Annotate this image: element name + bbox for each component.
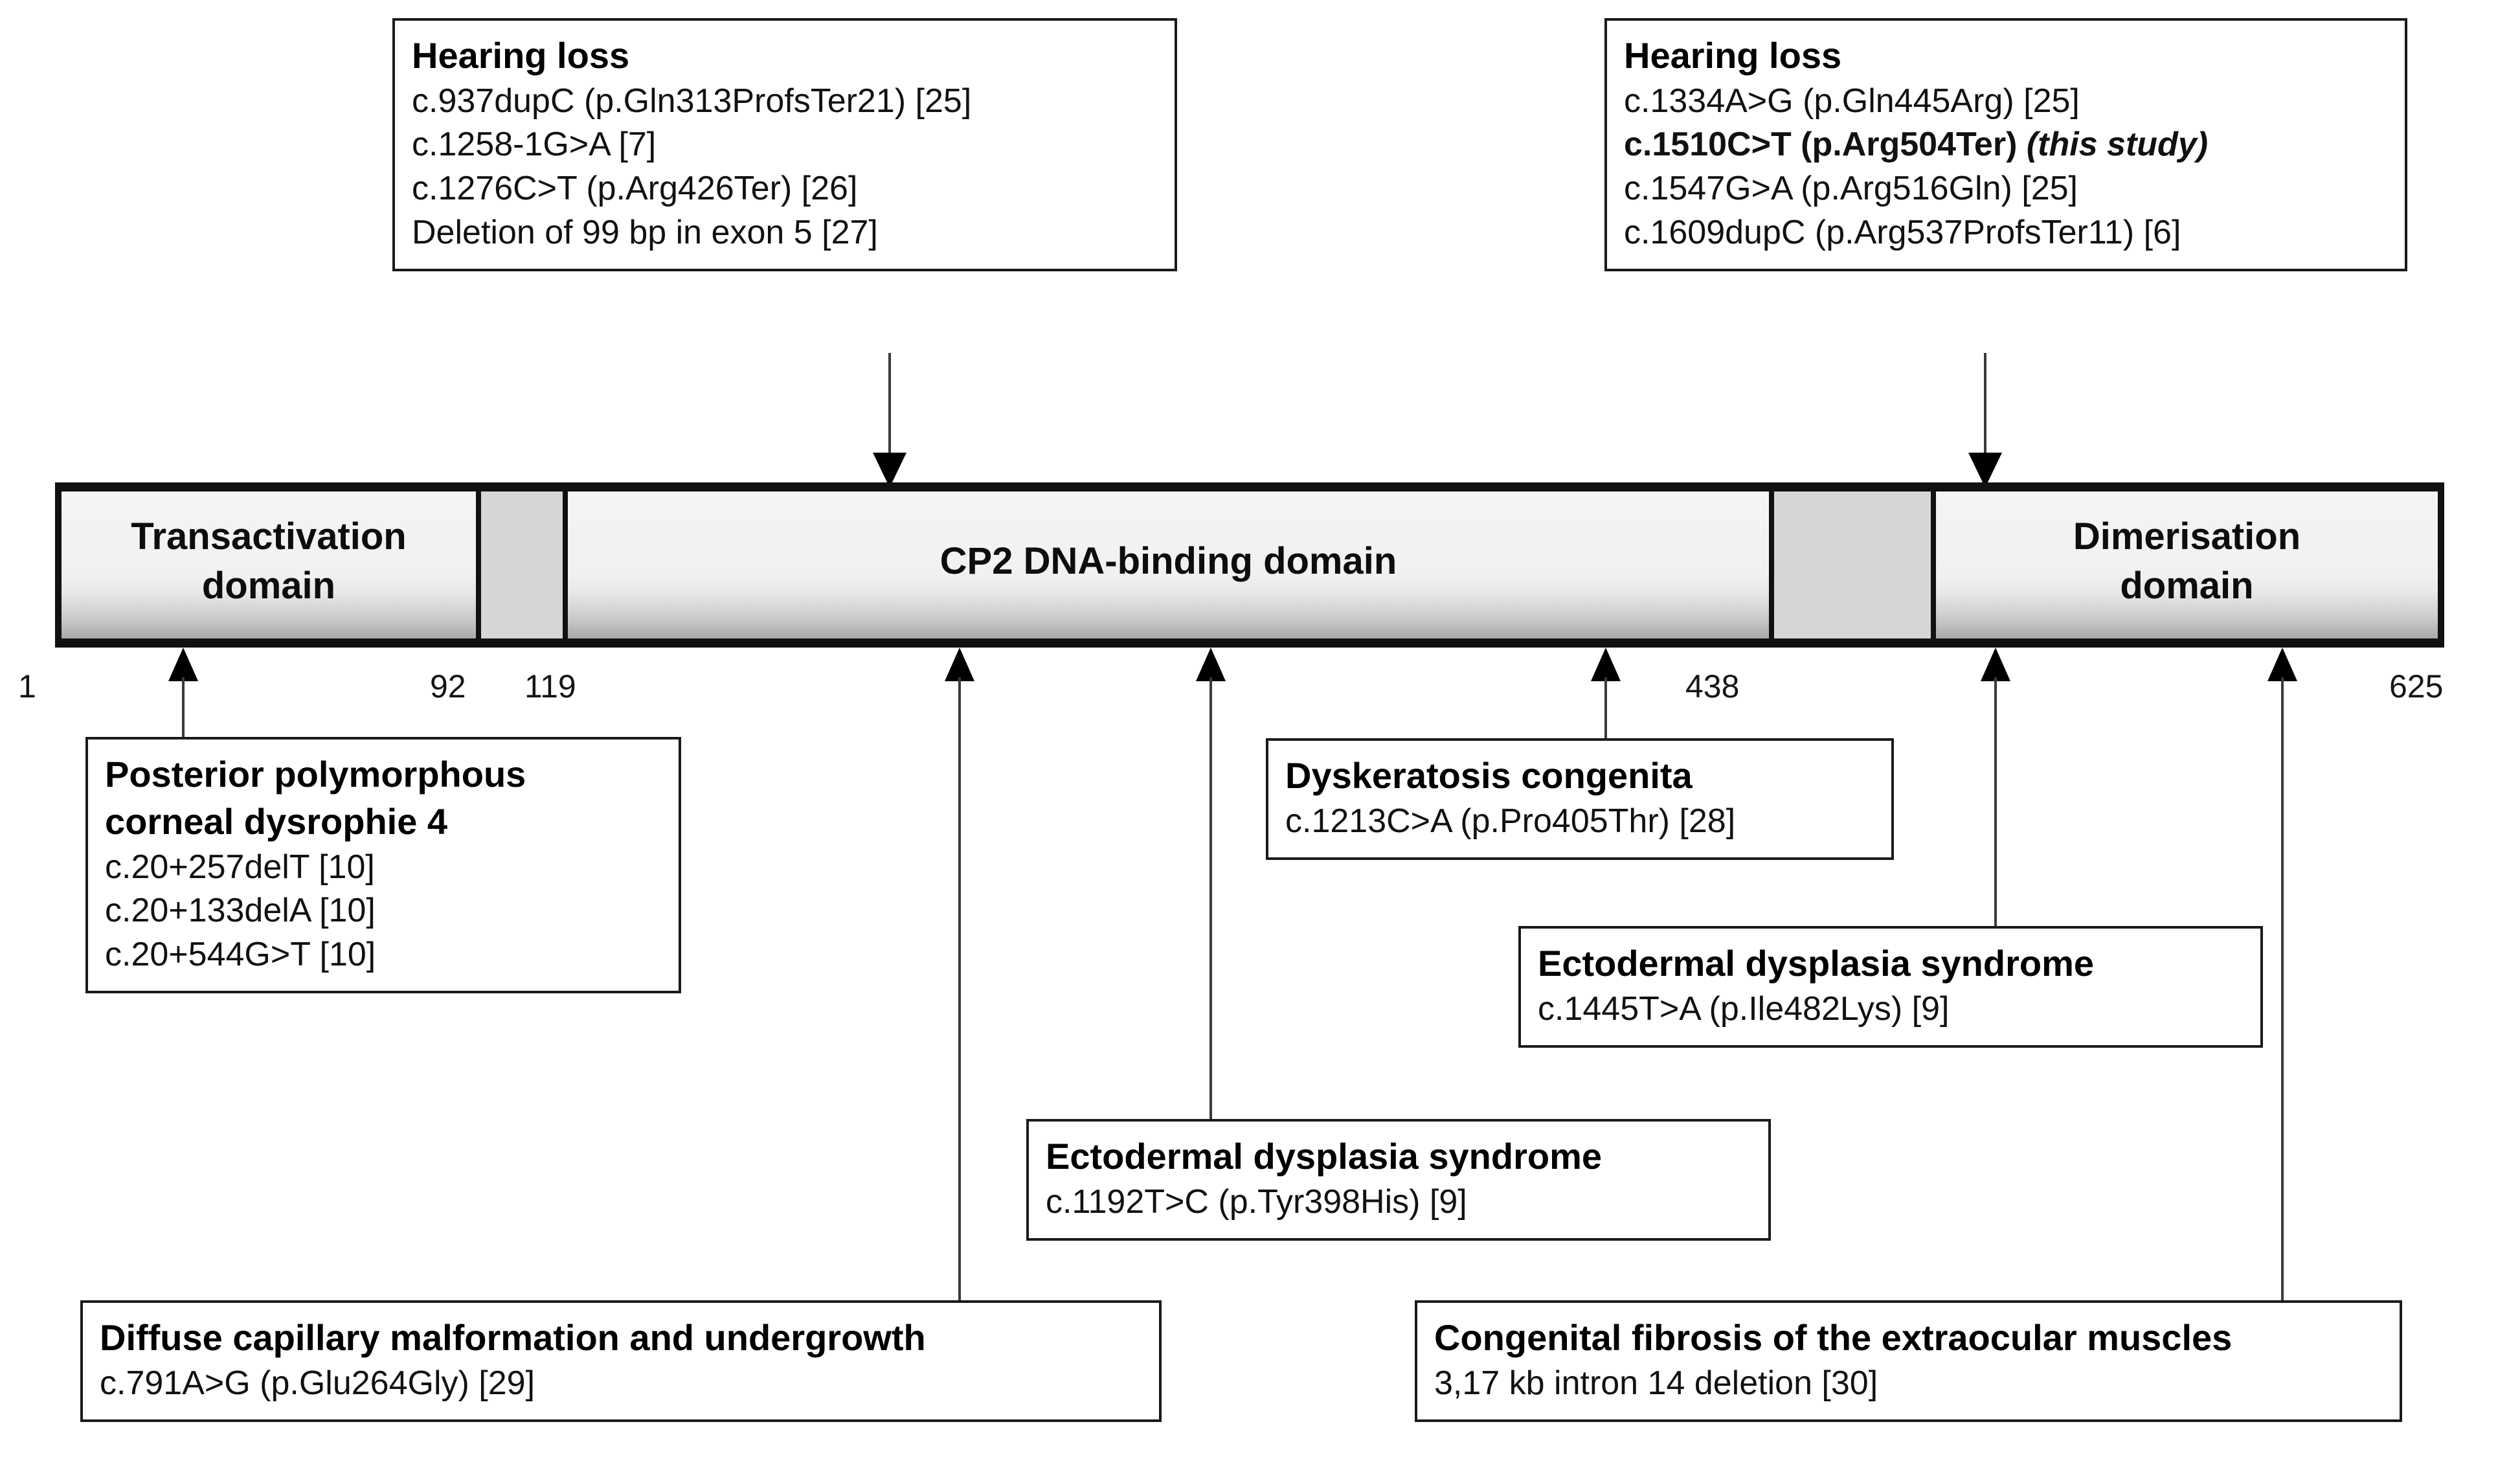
domain-segment-cp2-dna-binding: CP2 DNA-binding domain xyxy=(568,491,1769,638)
connector-stem xyxy=(2281,677,2284,1302)
annotation-line: c.1445T>A (p.Ile482Lys) [9] xyxy=(1538,989,1950,1028)
annotation-line: c.20+544G>T [10] xyxy=(105,935,376,973)
scale-number-92: 92 xyxy=(430,668,466,705)
connector-stem xyxy=(1984,353,1986,457)
arrowhead-up-icon xyxy=(945,648,974,681)
arrowhead-up-icon xyxy=(1591,648,1621,681)
annotation-line-this-study: c.1510C>T (p.Arg504Ter) (this study) xyxy=(1624,123,2388,167)
annotation-line: c.1213C>A (p.Pro405Thr) [28] xyxy=(1285,802,1736,840)
annotation-title: Hearing loss xyxy=(1624,35,1842,76)
connector-stem xyxy=(1209,677,1212,1120)
scale-number-1: 1 xyxy=(18,668,36,705)
annotation-box-dyskeratosis-congenita: Dyskeratosis congenita c.1213C>A (p.Pro4… xyxy=(1266,738,1894,861)
annotation-line: c.937dupC (p.Gln313ProfsTer21) [25] xyxy=(412,82,972,120)
scale-number-119: 119 xyxy=(524,668,576,705)
connector-stem xyxy=(958,677,961,1302)
connector-stem xyxy=(1994,677,1997,927)
arrowhead-up-icon xyxy=(2267,648,2297,681)
annotation-line: c.1334A>G (p.Gln445Arg) [25] xyxy=(1624,82,2080,120)
annotation-line: c.1609dupC (p.Arg537ProfsTer11) [6] xyxy=(1624,213,2181,251)
annotation-box-congenital-fibrosis: Congenital fibrosis of the extraocular m… xyxy=(1415,1300,2402,1423)
annotation-box-ectodermal-dysplasia-mid: Ectodermal dysplasia syndrome c.1192T>C … xyxy=(1026,1119,1771,1241)
annotation-title: Ectodermal dysplasia syndrome xyxy=(1046,1136,1603,1177)
connector-arrow-diffuse-capillary xyxy=(943,648,976,1302)
annotation-title: Dyskeratosis congenita xyxy=(1285,755,1693,796)
annotation-line: c.1192T>C (p.Tyr398His) [9] xyxy=(1046,1182,1467,1221)
connector-arrow-posterior-polymorphous xyxy=(167,648,199,745)
domain-segment-dimerisation: Dimerisation domain xyxy=(1936,491,2438,638)
annotation-line: c.1258-1G>A [7] xyxy=(412,126,657,164)
connector-stem xyxy=(1604,677,1607,741)
annotation-line: c.1276C>T (p.Arg426Ter) [26] xyxy=(412,169,858,207)
domain-segment-label: CP2 DNA-binding domain xyxy=(939,539,1397,582)
annotation-line-variant: c.1510C>T (p.Arg504Ter) xyxy=(1624,126,2027,164)
arrowhead-down-icon xyxy=(873,453,906,488)
arrowhead-up-icon xyxy=(168,648,198,681)
annotation-title: Congenital fibrosis of the extraocular m… xyxy=(1434,1317,2233,1358)
annotation-box-hearing-loss-left: Hearing loss c.937dupC (p.Gln313ProfsTer… xyxy=(392,18,1177,272)
arrowhead-up-icon xyxy=(1196,648,1226,681)
annotation-line: c.791A>G (p.Glu264Gly) [29] xyxy=(100,1364,535,1402)
scale-number-438: 438 xyxy=(1685,668,1740,705)
annotation-line-study-tag: (this study) xyxy=(2026,126,2209,164)
connector-arrow-hearing-loss-left xyxy=(873,353,906,488)
annotation-box-hearing-loss-right: Hearing loss c.1334A>G (p.Gln445Arg) [25… xyxy=(1604,18,2407,272)
connector-stem xyxy=(888,353,891,457)
arrowhead-down-icon xyxy=(1968,453,2002,488)
connector-arrow-congenital-fibrosis xyxy=(2266,648,2299,1302)
domain-segment-spacer-2 xyxy=(1769,491,1936,638)
connector-stem xyxy=(182,677,185,745)
domain-segment-label: Dimerisation domain xyxy=(2073,515,2301,607)
scale-number-625: 625 xyxy=(2389,668,2444,705)
arrowhead-up-icon xyxy=(1981,648,2010,681)
annotation-title: Hearing loss xyxy=(412,35,630,76)
annotation-line: c.20+257delT [10] xyxy=(105,848,375,886)
protein-domain-bar: Transactivation domain CP2 DNA-binding d… xyxy=(55,482,2444,648)
annotation-line: c.1547G>A (p.Arg516Gln) [25] xyxy=(1624,169,2078,207)
annotation-box-posterior-polymorphous: Posterior polymorphous corneal dysrophie… xyxy=(85,737,681,994)
annotation-box-diffuse-capillary: Diffuse capillary malformation and under… xyxy=(80,1300,1162,1423)
domain-segment-spacer-1 xyxy=(476,491,568,638)
annotation-title: Diffuse capillary malformation and under… xyxy=(100,1317,926,1358)
annotation-title: Ectodermal dysplasia syndrome xyxy=(1538,943,2095,984)
connector-arrow-ectodermal-dysplasia-mid xyxy=(1195,648,1227,1120)
domain-segment-transactivation: Transactivation domain xyxy=(62,491,476,638)
annotation-title: Posterior polymorphous corneal dysrophie… xyxy=(105,754,526,842)
connector-arrow-ectodermal-dysplasia-right xyxy=(1979,648,2012,927)
annotation-box-ectodermal-dysplasia-right: Ectodermal dysplasia syndrome c.1445T>A … xyxy=(1518,926,2263,1048)
annotation-line: Deletion of 99 bp in exon 5 [27] xyxy=(412,213,878,251)
annotation-line: c.20+133delA [10] xyxy=(105,892,376,930)
connector-arrow-dyskeratosis-congenita xyxy=(1590,648,1622,741)
domain-segment-label: Transactivation domain xyxy=(131,515,407,607)
connector-arrow-hearing-loss-right xyxy=(1968,353,2002,488)
annotation-line: 3,17 kb intron 14 deletion [30] xyxy=(1434,1364,1878,1402)
